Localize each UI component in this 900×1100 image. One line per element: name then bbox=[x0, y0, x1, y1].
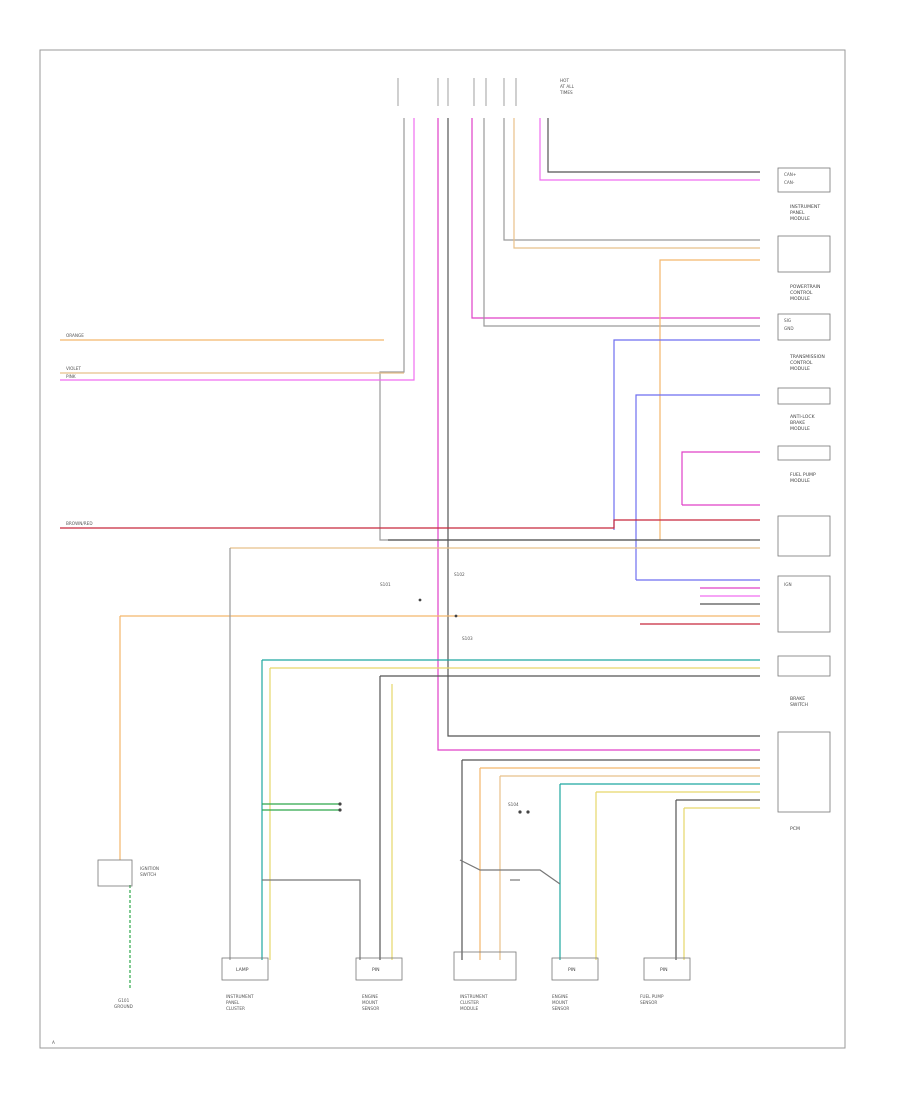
splice-dots bbox=[338, 598, 530, 814]
bottom-label-5b: SENSOR bbox=[640, 1000, 657, 1005]
module-label-6b: SWITCH bbox=[790, 702, 808, 708]
bottom-label-2c: SENSOR bbox=[362, 1006, 379, 1011]
left-wire-label-2: VIOLET bbox=[66, 366, 81, 371]
right-wire-group bbox=[60, 259, 760, 625]
module-label-1a: INSTRUMENT bbox=[790, 204, 820, 210]
bottom-label-2a: ENGINE bbox=[362, 994, 378, 999]
left-component-label-2: SWITCH bbox=[140, 872, 156, 877]
bottom-label-3b: CLUSTER bbox=[460, 1000, 479, 1005]
bottom-tag-1: LAMP bbox=[236, 967, 249, 973]
module-label-4a: ANTI-LOCK bbox=[790, 414, 816, 420]
ground-label-1: G101 bbox=[118, 998, 130, 1003]
bottom-tag-2: PIN bbox=[372, 967, 380, 973]
module-label-3b: CONTROL bbox=[790, 360, 813, 366]
pin-label-5: IGN bbox=[784, 582, 792, 587]
module-label-7: PCM bbox=[790, 826, 800, 832]
ground-label-2: GROUND bbox=[114, 1004, 133, 1009]
top-note-2: AT ALL bbox=[560, 84, 575, 89]
top-connectors bbox=[397, 78, 517, 106]
left-wire-label-3: PINK bbox=[66, 374, 76, 379]
splice-label-4: S104 bbox=[508, 802, 519, 807]
module-label-5a: FUEL PUMP bbox=[790, 472, 816, 478]
bottom-label-3a: INSTRUMENT bbox=[460, 994, 488, 999]
pin-label-4: GND bbox=[784, 326, 794, 331]
module-label-3a: TRANSMISSION bbox=[789, 354, 825, 360]
bottom-label-1b: PANEL bbox=[226, 1000, 240, 1005]
left-wire-label-4: BROWN/RED bbox=[66, 521, 93, 526]
module-label-4c: MODULE bbox=[790, 426, 810, 432]
top-note-3: TIMES bbox=[559, 90, 573, 95]
bottom-tag-4: PIN bbox=[568, 967, 576, 973]
module-label-1b: PANEL bbox=[790, 210, 805, 216]
module-label-6a: BRAKE bbox=[790, 696, 805, 702]
ignition-switch-box bbox=[97, 859, 133, 887]
left-component-label-1: IGNITION bbox=[140, 866, 159, 871]
module-label-4b: BRAKE bbox=[790, 420, 805, 426]
module-label-2a: POWERTRAIN bbox=[790, 284, 820, 290]
pin-label-1: CAN+ bbox=[784, 172, 797, 177]
module-label-5b: MODULE bbox=[790, 478, 810, 484]
bottom-label-1a: INSTRUMENT bbox=[226, 994, 254, 999]
corner-text: A bbox=[52, 1040, 55, 1045]
bottom-label-1c: CLUSTER bbox=[226, 1006, 245, 1011]
bottom-label-3c: MODULE bbox=[460, 1006, 479, 1011]
lower-wires bbox=[119, 548, 760, 990]
bottom-label-4a: ENGINE bbox=[552, 994, 568, 999]
bottom-tag-5: PIN bbox=[660, 967, 668, 973]
bottom-label-4b: MOUNT bbox=[552, 1000, 568, 1005]
top-note-1: HOT bbox=[560, 78, 569, 83]
module-label-2b: CONTROL bbox=[790, 290, 813, 296]
pin-label-3: SIG bbox=[784, 318, 791, 323]
module-label-2c: MODULE bbox=[790, 296, 810, 302]
left-wire-label-1: ORANGE bbox=[66, 333, 84, 338]
splice-label-3: S103 bbox=[462, 636, 473, 641]
pin-label-2: CAN- bbox=[784, 180, 795, 185]
bottom-components bbox=[221, 951, 691, 981]
bottom-label-5a: FUEL PUMP bbox=[640, 994, 664, 999]
splice-label-1: S101 bbox=[380, 582, 391, 587]
diagram-border bbox=[39, 49, 846, 1049]
splice-label-2: S102 bbox=[454, 572, 465, 577]
bottom-label-4c: SENSOR bbox=[552, 1006, 569, 1011]
module-boxes bbox=[777, 167, 831, 813]
trunk-wires bbox=[60, 118, 760, 751]
module-label-1c: MODULE bbox=[790, 216, 810, 222]
module-label-3c: MODULE bbox=[790, 366, 810, 372]
bottom-label-2b: MOUNT bbox=[362, 1000, 378, 1005]
